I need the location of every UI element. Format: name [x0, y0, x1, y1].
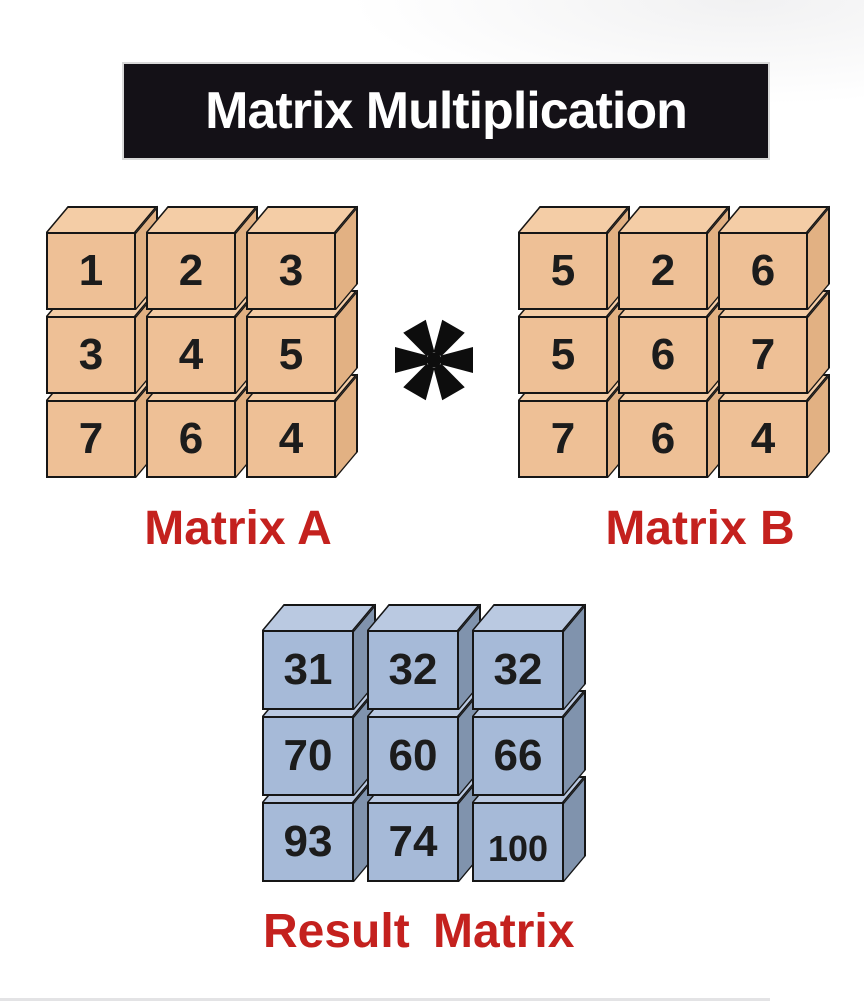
cell-value: 7 [550, 414, 576, 463]
cube-front-face: 7 [518, 400, 608, 478]
cell-value: 5 [278, 330, 304, 379]
cell-value: 6 [750, 246, 776, 295]
matrix-b-cell-r1c2: 2 [618, 205, 730, 310]
cell-value: 100 [487, 828, 549, 869]
result-matrix-label: Result Matrix [263, 905, 575, 958]
matrix-b-cell-r1c1: 5 [518, 205, 630, 310]
cell-value: 5 [550, 330, 576, 379]
cube-front-face: 74 [367, 802, 459, 882]
result-cell-r2c3: 66 [472, 689, 586, 796]
cube-front-face: 66 [472, 716, 564, 796]
cube-front-face: 4 [246, 400, 336, 478]
cell-value: 6 [650, 414, 676, 463]
matrix-a-cell-r2c3: 5 [246, 289, 358, 394]
matrix-a-cell-r1c2: 2 [146, 205, 258, 310]
cube-front-face: 3 [246, 232, 336, 310]
cell-value: 32 [493, 645, 543, 694]
cell-value: 60 [388, 731, 438, 780]
cell-value: 93 [283, 817, 333, 866]
multiply-asterisk-icon [395, 319, 473, 401]
cube-front-face: 60 [367, 716, 459, 796]
matrix-a-cell-r1c3: 3 [246, 205, 358, 310]
cube-front-face: 93 [262, 802, 354, 882]
matrix-a-cell-r2c1: 3 [46, 289, 158, 394]
matrix-b-cell-r3c1: 7 [518, 373, 630, 478]
cube-front-face: 31 [262, 630, 354, 710]
result-matrix: 31 32 32 70 60 66 93 74 100 [262, 603, 608, 882]
cube-front-face: 6 [618, 316, 708, 394]
cube-front-face: 4 [718, 400, 808, 478]
cube-front-face: 3 [46, 316, 136, 394]
cube-front-face: 1 [46, 232, 136, 310]
cube-front-face: 6 [618, 400, 708, 478]
cell-value: 32 [388, 645, 438, 694]
result-cell-r3c3: 100 [472, 775, 586, 882]
cell-value: 6 [178, 414, 204, 463]
cell-value: 3 [278, 246, 304, 295]
matrix-a-cell-r3c2: 6 [146, 373, 258, 478]
cell-value: 6 [650, 330, 676, 379]
matrix-a-label: Matrix A [144, 502, 332, 555]
cell-value: 74 [388, 817, 438, 866]
cell-value: 2 [178, 246, 204, 295]
cell-value: 1 [78, 246, 104, 295]
cell-value: 31 [283, 645, 333, 694]
cell-value: 66 [493, 731, 543, 780]
matrix-a: 1 2 3 3 4 5 7 6 4 [46, 205, 380, 478]
cube-front-face: 7 [718, 316, 808, 394]
cube-front-face: 2 [618, 232, 708, 310]
result-cell-r2c2: 60 [367, 689, 481, 796]
cell-value: 7 [750, 330, 776, 379]
cube-front-face: 32 [367, 630, 459, 710]
result-cell-r1c3: 32 [472, 603, 586, 710]
cube-front-face: 5 [246, 316, 336, 394]
cell-value: 4 [750, 414, 776, 463]
cell-value: 5 [550, 246, 576, 295]
page-title: Matrix Multiplication [205, 82, 688, 140]
bottom-divider [0, 998, 770, 1001]
cell-value: 7 [78, 414, 104, 463]
matrix-b: 5 2 6 5 6 7 7 6 4 [518, 205, 852, 478]
cube-front-face: 4 [146, 316, 236, 394]
matrix-b-label: Matrix B [605, 502, 795, 555]
result-cell-r1c1: 31 [262, 603, 376, 710]
cube-front-face: 6 [146, 400, 236, 478]
result-cell-r2c1: 70 [262, 689, 376, 796]
cube-front-face: 2 [146, 232, 236, 310]
matrix-b-cell-r3c3: 4 [718, 373, 830, 478]
cell-value: 70 [283, 731, 333, 780]
matrix-b-cell-r1c3: 6 [718, 205, 830, 310]
cell-value: 4 [178, 330, 204, 379]
matrix-b-cell-r2c1: 5 [518, 289, 630, 394]
cube-front-face: 100 [472, 802, 564, 882]
matrix-b-cell-r3c2: 6 [618, 373, 730, 478]
matrix-b-cell-r2c2: 6 [618, 289, 730, 394]
matrix-b-cell-r2c3: 7 [718, 289, 830, 394]
matrix-a-cell-r3c1: 7 [46, 373, 158, 478]
matrix-a-cell-r3c3: 4 [246, 373, 358, 478]
result-cell-r3c2: 74 [367, 775, 481, 882]
cube-front-face: 70 [262, 716, 354, 796]
cell-value: 3 [78, 330, 104, 379]
cube-front-face: 7 [46, 400, 136, 478]
matrix-a-cell-r2c2: 4 [146, 289, 258, 394]
title-banner: Matrix Multiplication [122, 62, 770, 160]
result-cell-r1c2: 32 [367, 603, 481, 710]
result-cell-r3c1: 93 [262, 775, 376, 882]
cube-front-face: 5 [518, 316, 608, 394]
cube-front-face: 32 [472, 630, 564, 710]
cube-front-face: 5 [518, 232, 608, 310]
cube-front-face: 6 [718, 232, 808, 310]
cell-value: 4 [278, 414, 304, 463]
cell-value: 2 [650, 246, 676, 295]
matrix-a-cell-r1c1: 1 [46, 205, 158, 310]
